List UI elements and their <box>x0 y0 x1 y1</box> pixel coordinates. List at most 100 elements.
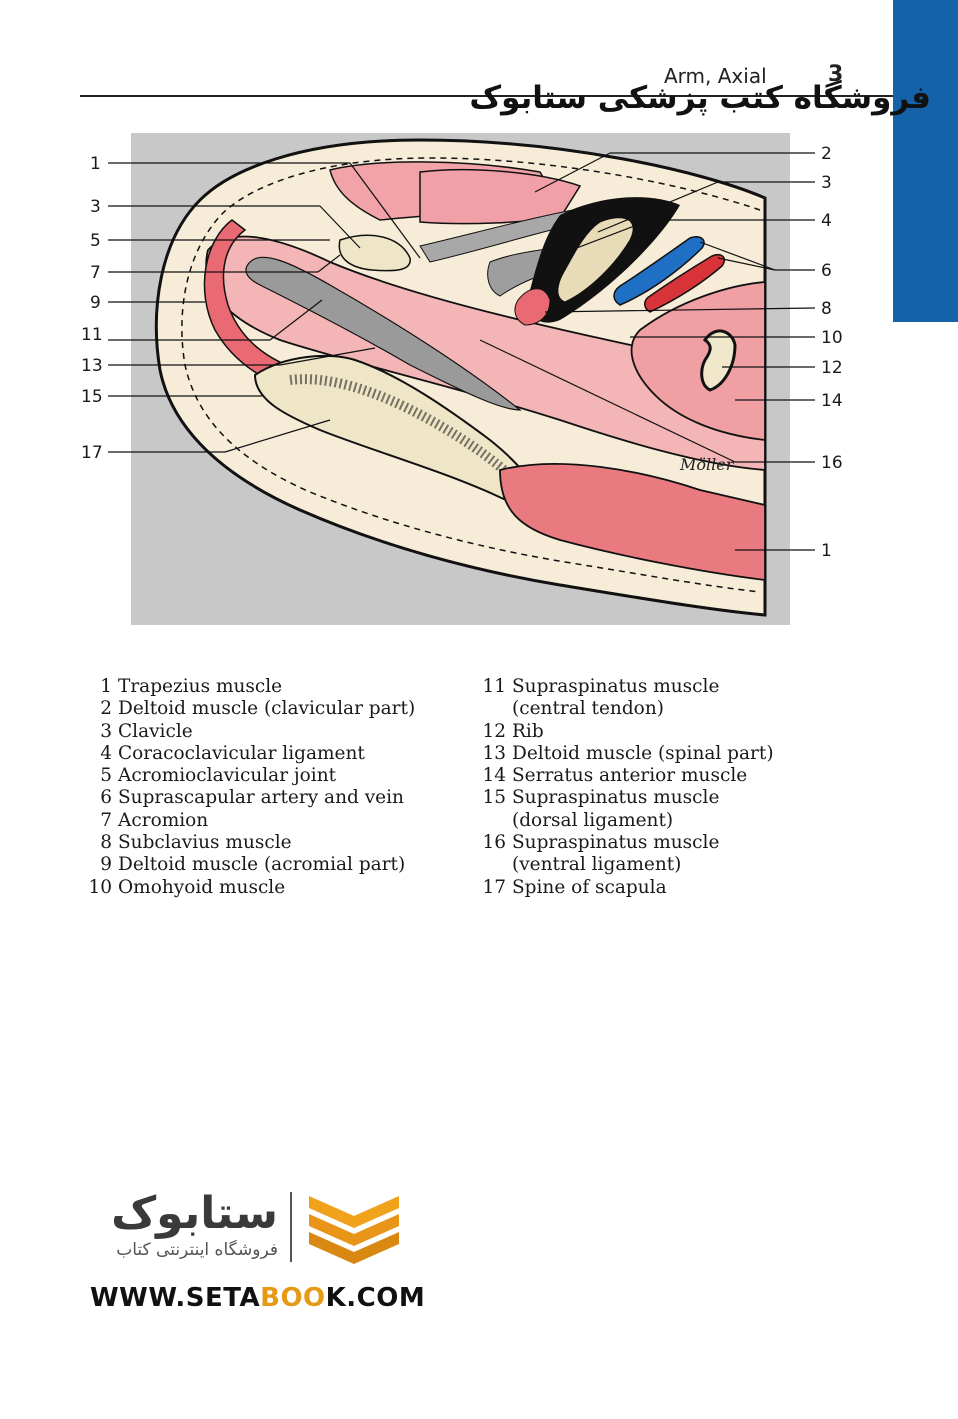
legend-text: Supraspinatus muscle <box>512 787 720 809</box>
legend-item: 6 Suprascapular artery and vein <box>82 787 415 809</box>
spine-texture <box>289 374 529 494</box>
legend-text-continued: (central tendon) <box>512 698 664 720</box>
legend-item: 12 Rib <box>476 721 774 743</box>
setabook-logo-text: ستابوک <box>111 1188 278 1239</box>
figure-label: 5 <box>90 231 101 251</box>
legend-number: 4 <box>100 742 112 764</box>
legend-number: 17 <box>482 876 506 898</box>
legend-text: Serratus anterior muscle <box>512 765 748 787</box>
legend-number: 12 <box>482 720 506 742</box>
figure-label: 2 <box>821 144 832 164</box>
figure-label: 9 <box>90 293 101 313</box>
legend-text: Deltoid muscle (clavicular part) <box>118 698 416 720</box>
figure-label: 4 <box>821 211 832 231</box>
figure-label: 6 <box>821 261 832 281</box>
figure-label: 3 <box>90 197 101 217</box>
legend-number: 1 <box>100 676 112 697</box>
legend-number: 2 <box>100 698 112 720</box>
figure-label: 14 <box>821 391 843 411</box>
legend-text: Supraspinatus muscle <box>512 832 720 854</box>
legend-number: 9 <box>100 854 112 876</box>
figure-label: 12 <box>821 358 843 378</box>
suprascapular-artery <box>644 254 726 313</box>
figure-label: 15 <box>81 387 103 407</box>
legend-item: 13 Deltoid muscle (spinal part) <box>476 742 774 765</box>
legend-item: 14 Serratus anterior muscle <box>476 765 774 787</box>
artist-signature: Möller <box>679 455 735 474</box>
figure-label: 11 <box>81 325 103 345</box>
legend-number: 15 <box>482 787 506 809</box>
legend-item: 17 Spine of scapula <box>476 877 774 899</box>
deltoid-clavicular <box>419 168 582 225</box>
figure-label: 16 <box>821 453 843 473</box>
serratus-anterior <box>630 281 766 442</box>
legend-item: 1 Trapezius muscle <box>82 676 415 698</box>
legend-item: 7 Acromion <box>82 810 415 832</box>
url-prefix: WWW.SETA <box>90 1283 261 1313</box>
legend-text: Rib <box>512 720 544 742</box>
rib <box>700 329 737 392</box>
legend-number: 5 <box>100 765 112 787</box>
section-title: Arm, Axial <box>664 64 767 88</box>
legend-text: Clavicle <box>118 720 193 742</box>
figure-label: 10 <box>821 328 843 348</box>
legend-text: Suprascapular artery and vein <box>118 787 404 809</box>
figure-label: 3 <box>821 173 832 193</box>
legend-number: 14 <box>482 765 506 787</box>
legend-left-column: 1 Trapezius muscle 2 Deltoid muscle (clavi… <box>82 676 415 899</box>
figure-label: 13 <box>81 356 103 376</box>
legend-item: 15 Supraspinatus muscle <box>476 787 774 809</box>
legend-item: 2 Deltoid muscle (clavicular part) <box>82 698 415 720</box>
legend-text: Deltoid muscle (spinal part) <box>512 742 774 764</box>
figure-label: 1 <box>90 154 101 174</box>
setabook-tagline: فروشگاه اینترنتی کتاب <box>116 1240 278 1260</box>
legend-number: 6 <box>100 787 112 809</box>
url-suffix: K.COM <box>325 1283 426 1313</box>
legend-number: 11 <box>482 676 506 697</box>
legend-number: 16 <box>482 832 506 854</box>
legend-text-continued: (ventral ligament) <box>512 854 682 876</box>
url-accent: BOO <box>260 1283 326 1313</box>
supraspinatus-tendon <box>245 256 522 411</box>
trapezius-lower <box>499 463 766 582</box>
legend-text: Coracoclavicular ligament <box>118 742 365 764</box>
legend-text: Deltoid muscle (acromial part) <box>118 854 406 876</box>
chapter-tab <box>893 0 958 322</box>
figure-label: 8 <box>821 299 832 319</box>
figure-label: 7 <box>90 263 101 283</box>
figure-label: 17 <box>81 443 103 463</box>
legend-text: Supraspinatus muscle <box>512 676 720 697</box>
left-label-numbers: 1 3 5 7 9 11 13 15 17 <box>81 154 103 463</box>
legend-item: 9 Deltoid muscle (acromial part) <box>82 854 415 876</box>
legend-number: 7 <box>100 809 112 831</box>
header-rule <box>80 95 893 97</box>
logo-divider <box>290 1192 292 1262</box>
legend-item: 11 Supraspinatus muscle <box>476 676 774 698</box>
legend-text: Trapezius muscle <box>118 676 283 697</box>
legend-item: 10 Omohyoid muscle <box>82 877 415 899</box>
legend-text-continued: (dorsal ligament) <box>512 809 674 831</box>
legend-text: Spine of scapula <box>512 876 667 898</box>
coracoid-bone <box>557 217 634 303</box>
legend-text: Acromioclavicular joint <box>118 765 337 787</box>
website-url: WWW.SETABOOK.COM <box>90 1283 425 1313</box>
watermark-text: فروشگاه کتب پزشکی ستابوک <box>469 80 931 116</box>
legend-item: 16 Supraspinatus muscle <box>476 832 774 854</box>
legend-number: 3 <box>100 720 112 742</box>
chapter-number: 3 <box>828 62 844 87</box>
figure-label: 1 <box>821 541 832 561</box>
leader-lines <box>108 152 816 551</box>
legend-text: Acromion <box>118 809 209 831</box>
legend-number: 10 <box>88 876 112 898</box>
anatomy-figure: Möller 1 3 5 7 9 11 13 15 17 2 3 4 <box>81 133 843 625</box>
legend-item: 3 Clavicle <box>82 721 415 743</box>
legend-text: Omohyoid muscle <box>118 876 286 898</box>
subclavius-muscle <box>514 288 551 326</box>
legend-item: 5 Acromioclavicular joint <box>82 765 415 787</box>
legend-item: 4 Coracoclavicular ligament <box>82 743 415 765</box>
book-stack-icon <box>309 1196 399 1264</box>
legend-text: Subclavius muscle <box>118 832 292 854</box>
legend-number: 13 <box>482 742 506 764</box>
